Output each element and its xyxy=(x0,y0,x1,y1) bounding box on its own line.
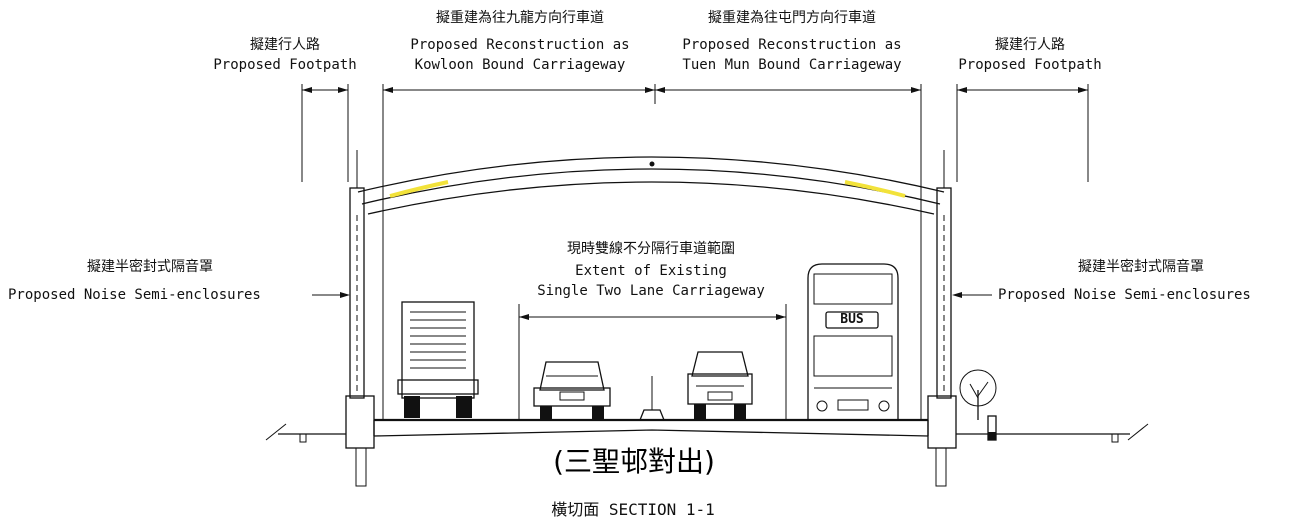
tree-icon xyxy=(959,369,997,441)
existing-carriageway-en2: Single Two Lane Carriageway xyxy=(537,283,765,299)
tuenmun-bound-en1: Proposed Reconstruction as xyxy=(682,37,902,53)
footpath-left-en: Proposed Footpath xyxy=(213,57,357,73)
noise-enclosure-roof xyxy=(357,156,945,215)
road-deck xyxy=(265,376,1149,443)
left-noise-wall xyxy=(345,150,375,487)
kowloon-bound-en1: Proposed Reconstruction as xyxy=(410,37,630,53)
tuenmun-bound-en2: Tuen Mun Bound Carriageway xyxy=(682,57,902,73)
existing-carriageway-cn: 現時雙線不分隔行車道範圍 xyxy=(567,241,735,257)
section-title: 橫切面 SECTION 1-1 xyxy=(551,500,715,519)
right-noise-wall xyxy=(927,150,957,487)
kowloon-bound-en2: Kowloon Bound Carriageway xyxy=(414,57,626,73)
dimension-lines xyxy=(301,84,1089,420)
noise-enclosure-right-en: Proposed Noise Semi-enclosures xyxy=(998,287,1251,303)
noise-enclosure-left-cn: 擬建半密封式隔音罩 xyxy=(87,259,213,275)
footpath-right-en: Proposed Footpath xyxy=(958,57,1102,73)
footpath-left-cn: 擬建行人路 xyxy=(250,37,320,53)
location-caption: (三聖邨對出) xyxy=(553,445,715,478)
noise-enclosure-right-cn: 擬建半密封式隔音罩 xyxy=(1078,259,1204,275)
footpath-right-cn: 擬建行人路 xyxy=(995,37,1065,53)
leader-arrows xyxy=(312,292,992,298)
truck-vehicle xyxy=(397,301,479,418)
tuenmun-bound-cn: 擬重建為往屯門方向行車道 xyxy=(708,10,876,26)
bus-vehicle xyxy=(807,263,899,421)
kowloon-bound-cn: 擬重建為往九龍方向行車道 xyxy=(436,10,604,26)
van-vehicle xyxy=(687,351,753,420)
noise-enclosure-left-en: Proposed Noise Semi-enclosures xyxy=(8,287,261,303)
car-vehicle xyxy=(533,361,611,420)
existing-carriageway-en1: Extent of Existing xyxy=(575,263,727,279)
bus-destination-sign: BUS xyxy=(840,312,864,327)
